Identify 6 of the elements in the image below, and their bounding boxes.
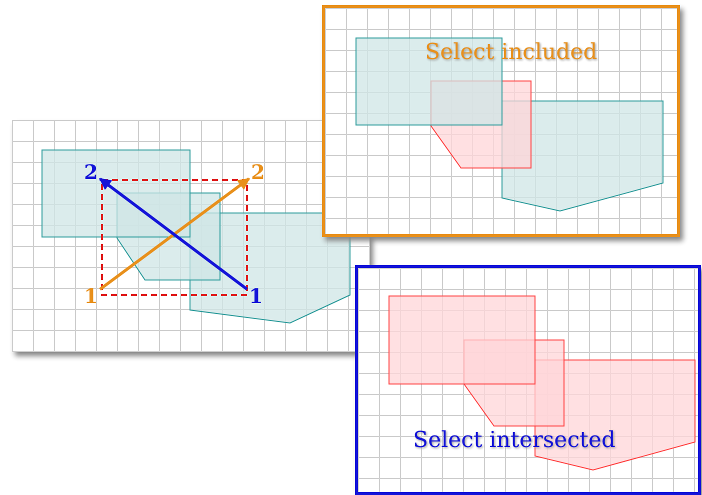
selection-panel	[322, 5, 680, 237]
point-label: 2	[84, 162, 98, 182]
selection-panel	[355, 265, 701, 495]
point-label: 1	[84, 286, 98, 306]
point-label: 2	[251, 162, 265, 182]
point-label: 1	[249, 286, 263, 306]
